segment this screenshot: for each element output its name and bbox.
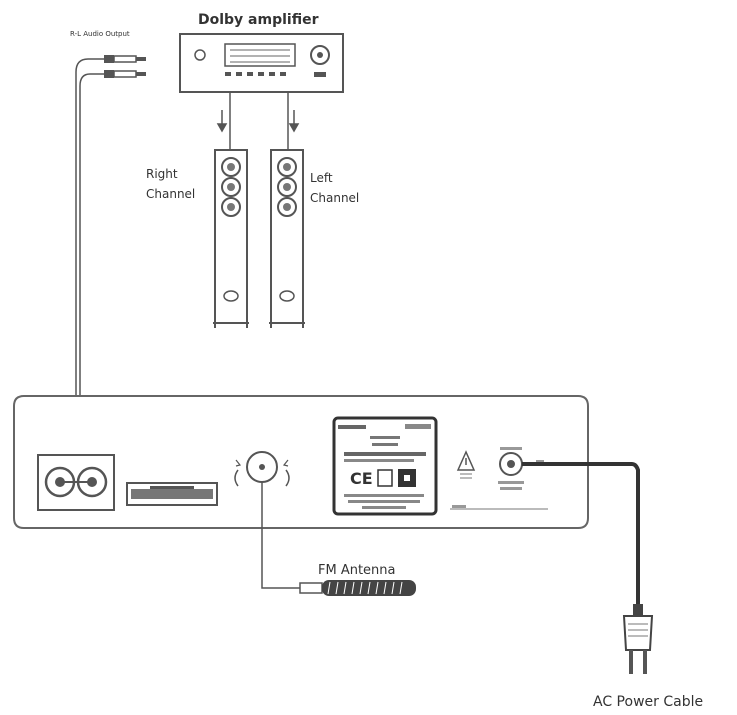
audio-output-jacks — [37, 454, 115, 511]
left-channel-label-line2: Channel — [310, 191, 359, 205]
right-channel-label-line2: Channel — [146, 187, 195, 201]
ac-power-cable — [522, 462, 654, 674]
ac-power-cable-label: AC Power Cable — [593, 694, 703, 710]
dolby-amplifier-label: Dolby amplifier — [198, 12, 319, 28]
right-speaker — [213, 149, 249, 328]
amp-speaker-wires — [216, 92, 300, 150]
svg-text:CE: CE — [350, 469, 373, 488]
speaker-terminal-strip — [126, 482, 218, 506]
rating-label: CE — [332, 416, 438, 516]
fm-antenna-label: FM Antenna — [318, 563, 396, 578]
left-channel-label-line1: Left — [310, 171, 333, 185]
dolby-amplifier — [179, 33, 344, 93]
warning-triangle-icon — [456, 450, 476, 479]
right-channel-label-line1: Right — [146, 167, 178, 181]
fm-antenna-wire — [261, 482, 416, 596]
left-speaker — [269, 149, 305, 328]
rca-plugs — [75, 55, 146, 460]
rl-audio-output-label: R-L Audio Output — [70, 30, 130, 38]
